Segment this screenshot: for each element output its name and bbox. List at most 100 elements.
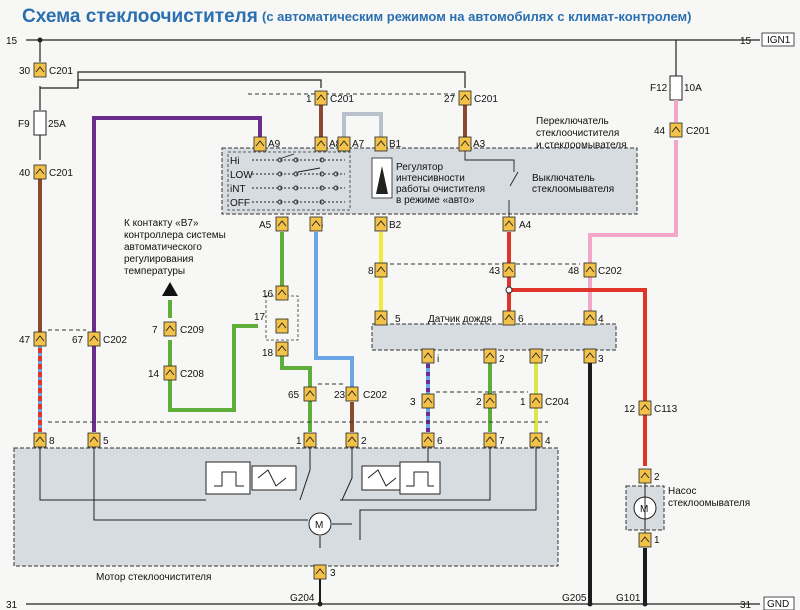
connector-chip-motor-8	[33, 432, 47, 448]
label-c208: C208	[180, 369, 204, 380]
connector-chip-switch-b1	[374, 136, 388, 152]
connector-chip-c202-23	[345, 386, 359, 402]
connector-chip-c202-65	[303, 386, 317, 402]
motor-pin-7: 7	[499, 436, 505, 447]
connector-chip-c204-3	[421, 393, 435, 409]
connector-chip-c201-1	[314, 90, 328, 106]
connector-chip-sensor-5	[374, 310, 388, 326]
regulator-label-4: в режиме «авто»	[396, 195, 475, 206]
ground-dot-g204	[317, 601, 323, 607]
mode-switch-box	[227, 151, 351, 211]
pin-a9: A9	[268, 139, 281, 150]
ground-dot-g101	[642, 601, 648, 607]
motor-pin-8: 8	[49, 436, 55, 447]
connector-chip-switch-a4	[502, 216, 516, 232]
label-c202-a: C202	[103, 335, 127, 346]
motor-symbol	[308, 512, 332, 536]
connector-chip-motor-4	[529, 432, 543, 448]
rain-pin-i: i	[437, 354, 439, 365]
connector-chip-pump-1	[638, 532, 652, 548]
connector-chip-splice-17	[275, 318, 289, 334]
label-1-c201: 1	[306, 94, 312, 105]
wire-supply-to-c201-1	[77, 79, 322, 88]
fuse-f12	[669, 75, 683, 101]
wire-blue-a6	[314, 232, 354, 388]
red-junction	[505, 286, 513, 294]
pin-a3: A3	[473, 139, 486, 150]
label-c209: C209	[180, 325, 204, 336]
rain-pin-6: 6	[518, 314, 524, 325]
connector-chip-c209-7	[163, 321, 177, 337]
motor-pin-6: 6	[437, 436, 443, 447]
connector-chip-switch-b2	[374, 216, 388, 232]
ign1-tag-label: IGN1	[767, 35, 791, 46]
label-8: 8	[368, 266, 374, 277]
connector-chip-c204-2	[483, 393, 497, 409]
ground-g205: G205	[562, 593, 587, 604]
connector-chip-c208-14	[163, 365, 177, 381]
rain-pin-4: 4	[598, 314, 604, 325]
switch-title-2: стеклоочистителя	[536, 128, 619, 139]
motor-pin-4: 4	[545, 436, 551, 447]
label-23: 23	[334, 390, 346, 401]
connector-chip-switch-a8	[314, 136, 328, 152]
ground-dot-g205	[587, 601, 593, 607]
rain-pin-3: 3	[598, 354, 604, 365]
label-c202-c: C202	[363, 390, 387, 401]
wiper-switch-box	[221, 147, 638, 215]
arrow-up-icon	[162, 282, 178, 296]
connector-chip-switch-a5	[275, 216, 289, 232]
connector-chip-motor-7	[483, 432, 497, 448]
connector-chip-sensor-7	[529, 348, 543, 364]
motor-ground-pin: 3	[330, 568, 336, 579]
connector-chip-splice-18	[275, 341, 289, 357]
connector-chip-switch-a6	[309, 216, 323, 232]
label-17: 17	[254, 312, 266, 323]
connector-chip-sensor-3	[583, 348, 597, 364]
ign1-tag	[761, 32, 795, 47]
connector-chip-c202-48	[583, 262, 597, 278]
pin-a7: A7	[352, 139, 365, 150]
mode-int: iNT	[230, 184, 246, 195]
label-c201-e: C201	[686, 126, 710, 137]
label-43: 43	[489, 266, 501, 277]
fuse-f9-label: F9	[18, 119, 30, 130]
motor-label: Мотор стеклоочистителя	[96, 572, 211, 583]
label-7: 7	[152, 325, 158, 336]
washer-switch-contact	[509, 171, 519, 187]
note-line-2: контроллера системы	[124, 230, 226, 241]
label-1-c204: 1	[520, 397, 526, 408]
connector-chip-motor-3	[313, 564, 327, 580]
connector-chip-sensor-2	[483, 348, 497, 364]
fuse-f12-label: F12	[650, 83, 668, 94]
washer-label-1: Выключатель	[532, 173, 595, 184]
label-c113: C113	[654, 404, 678, 415]
motor-pin-2: 2	[361, 436, 367, 447]
rail-label-31-left: 31	[6, 600, 18, 610]
rain-pin-2: 2	[499, 354, 505, 365]
connector-chip-sensor-i	[421, 348, 435, 364]
connector-chip-sensor-4	[583, 310, 597, 326]
pin-b2: B2	[389, 220, 402, 231]
pin-a5: A5	[259, 220, 272, 231]
connector-chip-c201-44	[669, 122, 683, 138]
switch-title-3: и стеклоомывателя	[536, 140, 627, 151]
ground-g204: G204	[290, 593, 315, 604]
label-67: 67	[72, 335, 84, 346]
gnd-tag-label: GND	[767, 599, 789, 610]
connector-chip-c201-30	[33, 62, 47, 78]
connector-chip-c204-1	[529, 393, 543, 409]
motor-internal-wiring	[39, 448, 537, 548]
label-3-c204: 3	[410, 397, 416, 408]
connector-chip-motor-5	[87, 432, 101, 448]
mode-low: LOW	[230, 170, 253, 181]
pump-label-2: стеклоомывателя	[668, 498, 750, 509]
label-48: 48	[568, 266, 580, 277]
rain-pin-7: 7	[543, 354, 549, 365]
mode-switch-contacts	[252, 153, 345, 205]
note-line-3: автоматического	[124, 242, 202, 253]
label-47: 47	[19, 335, 31, 346]
note-line-4: регулирования	[124, 254, 193, 265]
connector-chip-sensor-6	[502, 310, 516, 326]
rail-label-15-left: 15	[6, 36, 18, 47]
